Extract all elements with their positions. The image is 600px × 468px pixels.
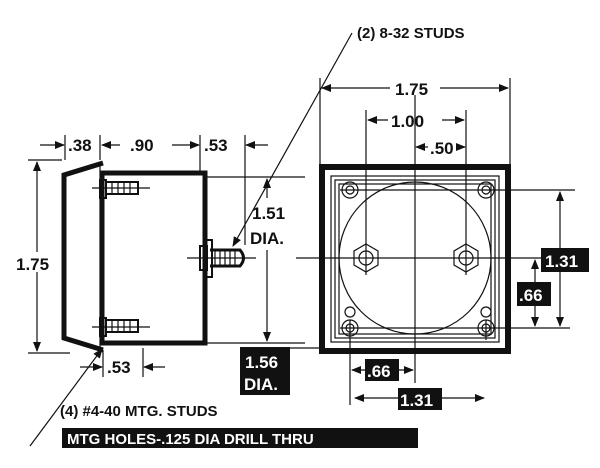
mounting-stud-bottom: [92, 317, 150, 337]
dim-cutout-dia: 1.56: [245, 353, 278, 372]
dim-front-width: 1.75: [395, 80, 428, 99]
bezel-outline: [61, 160, 104, 353]
dim-body-dia-suffix: DIA.: [250, 229, 284, 248]
dim-mtg-vertical: 1.31: [545, 252, 578, 271]
dim-mtg-horizontal: 1.31: [400, 391, 433, 410]
mtg-holes-box: [62, 428, 418, 448]
callout-mtg-holes: MTG HOLES-.125 DIA DRILL THRU: [67, 431, 314, 448]
mtg-horizontal-half-box: [365, 359, 399, 381]
dim-stud-offset: .50: [430, 139, 454, 158]
dim-bezel-depth: .38: [68, 136, 92, 155]
dim-mtg-horizontal-half: .66: [367, 362, 391, 381]
dim-stud-length: .53: [204, 136, 228, 155]
dim-body-depth: .90: [130, 136, 154, 155]
front-view: 1.75 1.00 .50 1.31 .66 .66 1.31: [296, 78, 589, 410]
side-view: .38 .90 .53 1.75 1.51 DIA. 1.56 DIA. .53: [14, 135, 320, 395]
mtg-vertical-box: [541, 248, 589, 272]
corner-studs: [341, 181, 495, 337]
callout-studs: (2) 8-32 STUDS: [357, 25, 465, 42]
dim-cutout-dia-suffix: DIA.: [244, 375, 278, 394]
rear-stud: [187, 239, 256, 278]
dim-stud-spacing: 1.00: [391, 112, 424, 131]
dim-height: 1.75: [16, 255, 49, 274]
callout-mtg-studs: (4) #4-40 MTG. STUDS: [60, 403, 218, 420]
mtg-vertical-half-box: [517, 282, 551, 306]
mounting-stud-top: [92, 179, 150, 199]
dim-mtg-stud-length: .53: [107, 358, 131, 377]
dim-body-dia: 1.51: [252, 204, 285, 223]
callouts: (2) 8-32 STUDS (4) #4-40 MTG. STUDS MTG …: [29, 25, 465, 448]
dim-mtg-vertical-half: .66: [519, 286, 543, 305]
cutout-dia-box: [240, 347, 290, 395]
mtg-horizontal-box: [398, 388, 442, 410]
